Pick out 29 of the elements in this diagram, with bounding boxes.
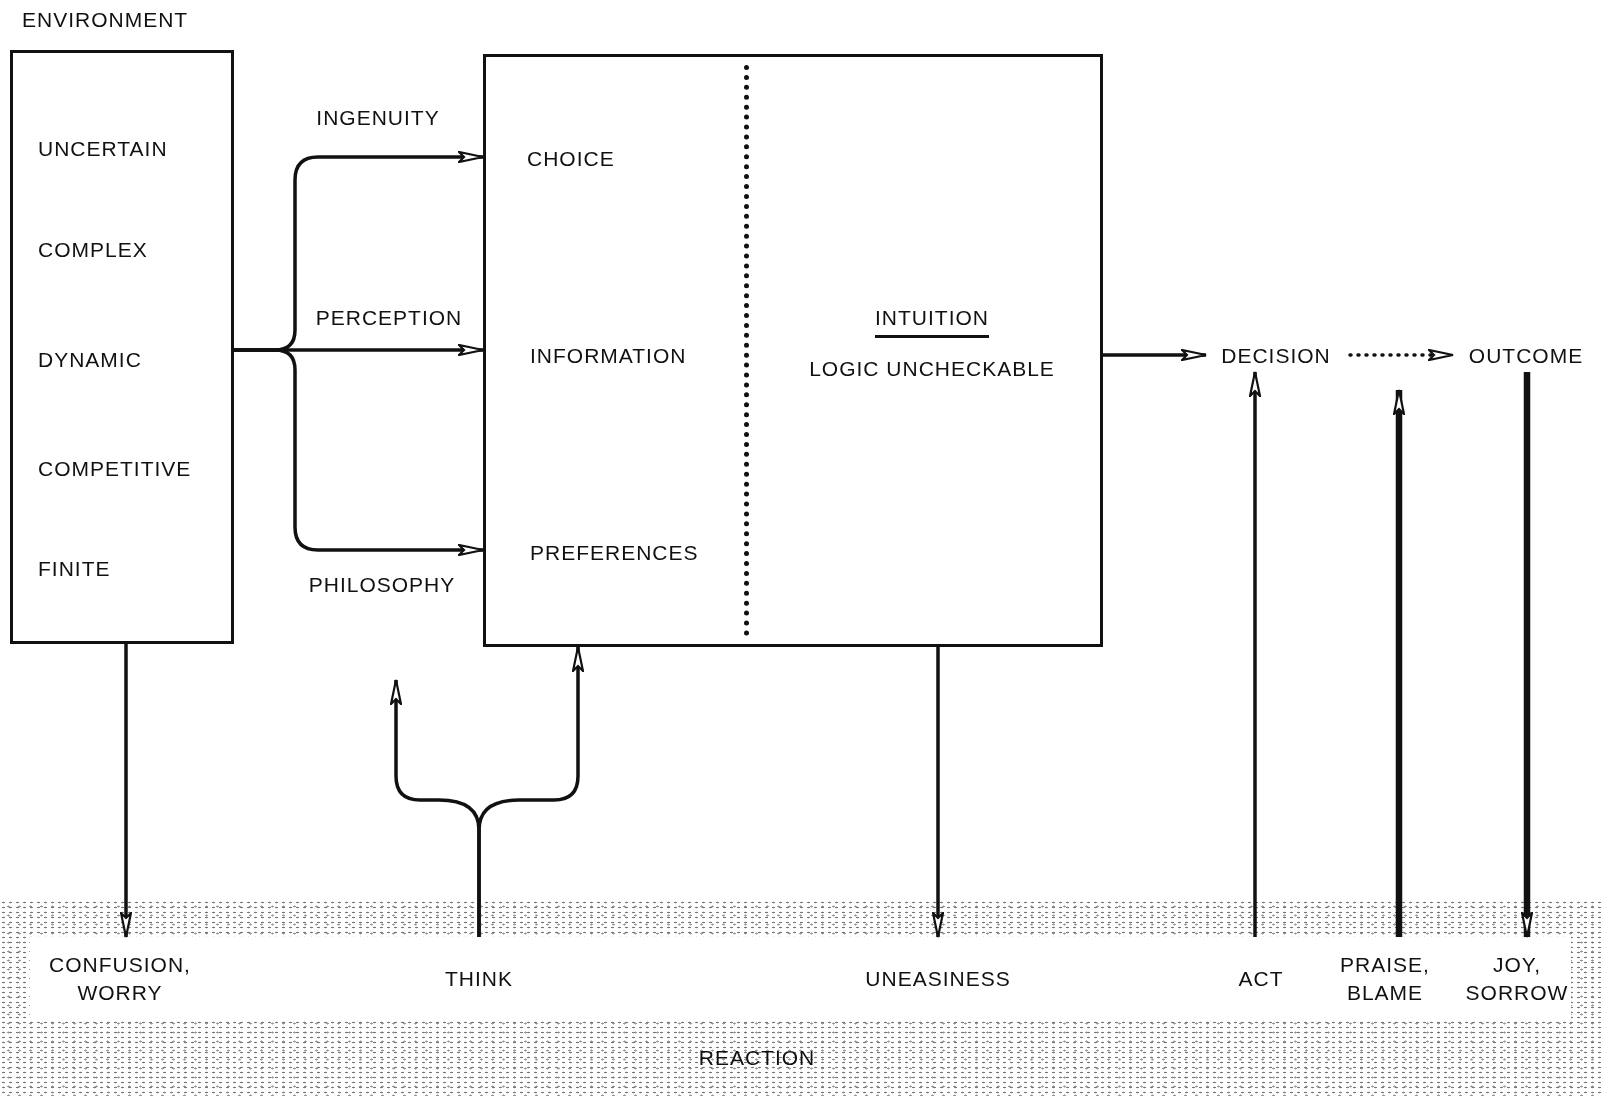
node-label: JOY, SORROW (1464, 951, 1570, 1006)
arrow (1348, 348, 1455, 362)
list-item-text: UNCERTAIN (38, 136, 168, 162)
list-item-text: COMPETITIVE (38, 456, 192, 482)
box-text: INTUITION (875, 304, 989, 339)
node-label: PRAISE, BLAME (1339, 951, 1431, 1006)
box-text: LOGIC UNCHECKABLE (809, 356, 1055, 382)
list-item-text: COMPLEX (38, 237, 148, 263)
arrow (1392, 388, 1406, 937)
box-text: CHOICE (527, 146, 615, 172)
node-label: ACT (1238, 965, 1284, 992)
arrow (931, 647, 945, 939)
process-box (483, 54, 1103, 647)
heading: ENVIRONMENT (22, 7, 189, 33)
arrow (1103, 348, 1208, 362)
arrow (477, 645, 585, 937)
box-text: INFORMATION (530, 343, 687, 369)
band-label: REACTION (698, 1045, 816, 1071)
arrow (234, 348, 485, 557)
arrow (119, 644, 133, 939)
box-text: PREFERENCES (530, 540, 699, 566)
stippled-band (0, 900, 1601, 1096)
list-item-text: DYNAMIC (38, 347, 142, 373)
node-label: THINK (445, 965, 513, 992)
node-label: CONFUSION, WORRY (48, 951, 192, 1006)
list-item-text: FINITE (38, 556, 111, 582)
node-label: OUTCOME (1468, 342, 1584, 369)
node-label: UNEASINESS (865, 965, 1011, 992)
node-label: DECISION (1221, 342, 1331, 369)
